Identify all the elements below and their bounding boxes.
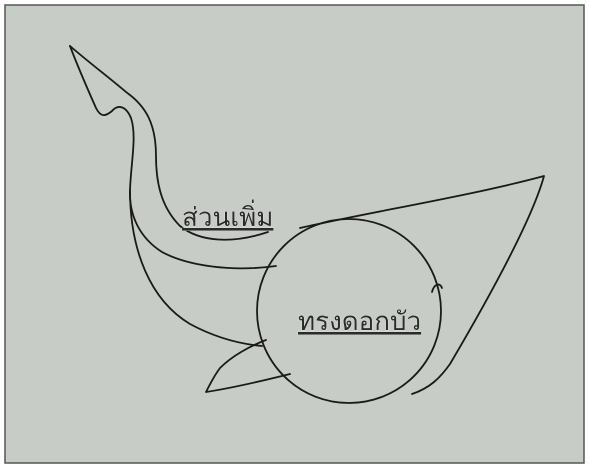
neck-label: ส่วนเพิ่ม bbox=[182, 199, 273, 233]
figure-frame bbox=[5, 5, 584, 463]
body-label: ทรงดอกบัว bbox=[298, 307, 421, 337]
